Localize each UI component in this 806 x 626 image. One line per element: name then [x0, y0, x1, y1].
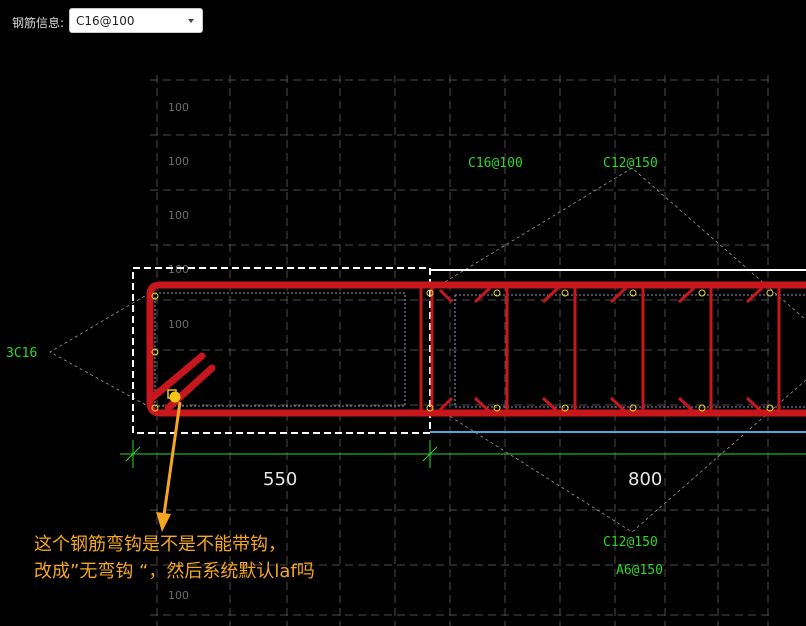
annotation-line-2: 改成”无弯钩 “，然后系统默认laf吗	[34, 561, 315, 582]
dimension-right: 800	[628, 469, 662, 490]
dimension-line	[120, 440, 806, 468]
grid-label: 100	[168, 209, 189, 222]
label-top-c12: C12@150	[603, 156, 658, 171]
stirrups	[419, 285, 781, 413]
dimension-left: 550	[263, 469, 297, 490]
annotation-line-1: 这个钢筋弯钩是不是不能带钩，	[34, 534, 286, 555]
rebar-info-label: 钢筋信息:	[12, 16, 65, 30]
label-bottom-a6: A6@150	[616, 563, 663, 578]
rebar-info-dropdown[interactable]: C16@100	[69, 8, 203, 33]
grid-label: 100	[168, 101, 189, 114]
label-top-stirrup: C16@100	[468, 156, 523, 171]
grid	[150, 75, 770, 626]
label-bottom-c12: C12@150	[603, 535, 658, 550]
main-rebar	[146, 281, 806, 417]
hook-snap-icon	[167, 389, 177, 399]
annotation-arrow	[156, 401, 182, 532]
bar-points	[151, 289, 774, 412]
selection-box[interactable]	[132, 267, 431, 434]
stirrup-hooks	[438, 286, 764, 414]
dropdown-selected-value: C16@100	[76, 14, 135, 28]
grid-label: 100	[168, 318, 189, 331]
hook-marker	[169, 391, 181, 403]
grid-label: 100	[168, 155, 189, 168]
grid-label: 100	[168, 263, 189, 276]
chevron-down-icon	[188, 19, 194, 23]
grid-label: 100	[168, 589, 189, 602]
label-left-bars: 3C16	[6, 346, 37, 361]
